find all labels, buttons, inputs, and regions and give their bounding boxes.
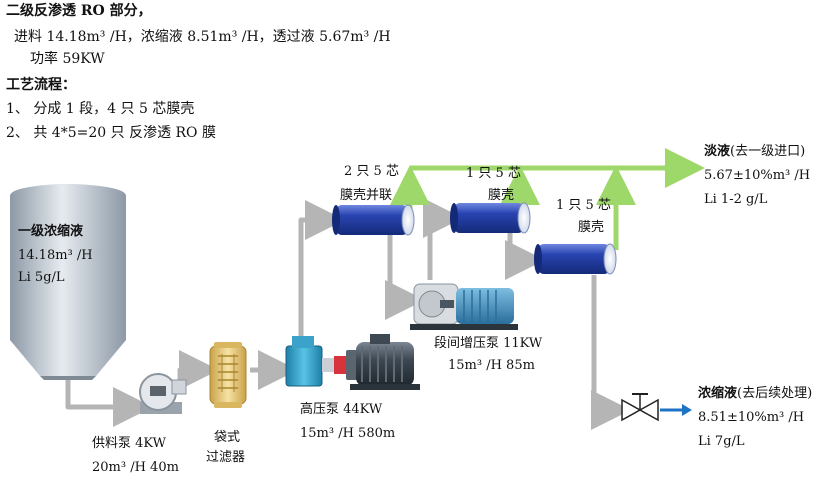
high-pressure-pump-icon xyxy=(285,334,420,390)
booster-pump-spec: 15m³ /H 85m xyxy=(448,358,535,373)
feed-pump-spec: 20m³ /H 40m xyxy=(92,460,179,475)
pipe-membrane-3-to-valve xyxy=(591,275,631,430)
hp-pump-spec: 15m³ /H 580m xyxy=(300,426,396,441)
pipe-membrane-2-to-membrane-3 xyxy=(505,233,545,280)
process-pipes xyxy=(65,198,631,430)
primary-concentrate-tank xyxy=(10,184,126,380)
process-step-2: 2、 共 4*5=20 只 反渗透 RO 膜 xyxy=(6,125,216,141)
power-summary: 功率 59KW xyxy=(30,51,105,67)
pipe-tank-to-feed-pump xyxy=(65,378,153,427)
membrane-housing-2-icon xyxy=(450,202,531,234)
membrane-housing-1-icon xyxy=(332,204,415,236)
concentrate-outlet-arrowhead xyxy=(682,404,692,416)
membrane-1-label-2: 膜壳并联 xyxy=(340,188,393,203)
bag-filter-label-2: 过滤器 xyxy=(206,450,246,465)
bag-filter-icon xyxy=(209,342,247,408)
bag-filter-label-1: 袋式 xyxy=(214,430,241,445)
permeate-title: 淡液(去一级进口) xyxy=(704,144,806,159)
concentrate-li: Li 7g/L xyxy=(698,434,745,449)
tank-flow: 14.18m³ /H xyxy=(18,248,93,263)
membrane-3-label-2: 膜壳 xyxy=(578,220,605,235)
membrane-1-label-1: 2 只 5 芯 xyxy=(344,164,399,179)
flows-summary: 进料 14.18m³ /H，浓缩液 8.51m³ /H，透过液 5.67m³ /… xyxy=(14,29,391,45)
process-title: 工艺流程： xyxy=(6,77,76,93)
pipe-membrane-1-to-booster xyxy=(385,235,425,320)
pipe-hp-pump-to-membrane-1 xyxy=(298,200,345,345)
concentrate-title: 浓缩液(去后续处理) xyxy=(698,386,813,401)
section-title: 二级反渗透 RO 部分， xyxy=(6,3,152,19)
membrane-2-label-1: 1 只 5 芯 xyxy=(466,166,521,181)
tank-title: 一级浓缩液 xyxy=(18,224,84,239)
permeate-li: Li 1-2 g/L xyxy=(704,192,768,207)
permeate-flow: 5.67±10%m³ /H xyxy=(704,168,811,183)
membrane-3-label-1: 1 只 5 芯 xyxy=(556,198,611,213)
hp-pump-label: 高压泵 44KW xyxy=(300,402,383,417)
concentrate-valve-icon[interactable] xyxy=(621,393,659,422)
membrane-2-label-2: 膜壳 xyxy=(488,188,515,203)
feed-pump-icon xyxy=(139,373,187,414)
tank-li: Li 5g/L xyxy=(18,270,65,285)
process-step-1: 1、 分成 1 段，4 只 5 芯膜壳 xyxy=(6,101,195,117)
membrane-housing-3-icon xyxy=(534,243,617,275)
concentrate-flow: 8.51±10%m³ /H xyxy=(698,410,805,425)
feed-pump-label: 供料泵 4KW xyxy=(92,436,167,451)
booster-pump-label: 段间增压泵 11KW xyxy=(434,336,543,351)
booster-pump-icon xyxy=(410,283,518,330)
pipe-booster-to-membrane-2 xyxy=(423,198,463,280)
